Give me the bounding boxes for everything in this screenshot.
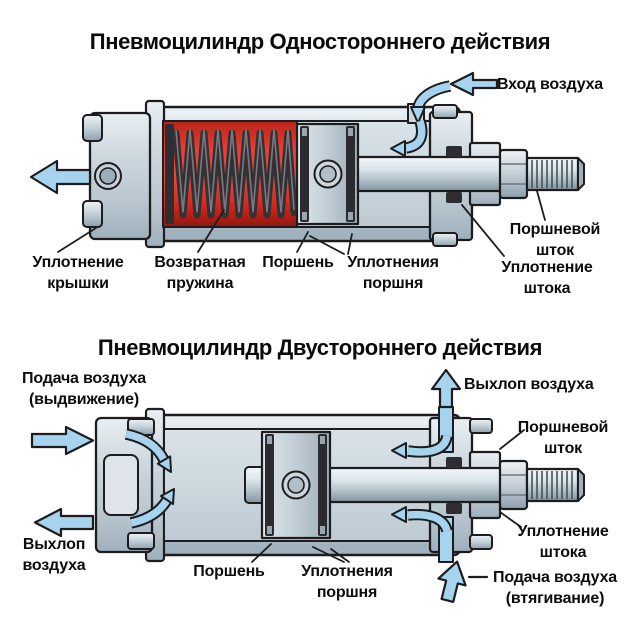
- label-air-inlet: Вход воздуха: [497, 76, 603, 93]
- label-piston-single: Поршень: [262, 254, 334, 271]
- label-piston-double: Поршень: [193, 563, 265, 580]
- label-piston-rod-double: Поршневой шток: [517, 419, 609, 457]
- label-piston-seals-single: Уплотнения поршня: [347, 254, 439, 292]
- label-rod-seal-single: Уплотнение штока: [501, 259, 593, 297]
- piston-rod: [350, 155, 506, 193]
- threaded-rod-end: [525, 467, 585, 503]
- hex-nut: [498, 148, 529, 200]
- label-air-supply-retract: Подача воздуха (втягивание): [493, 569, 617, 607]
- label-rod-seal-double: Уплотнение штока: [517, 523, 609, 561]
- exhaust-left-arrow: [33, 507, 95, 538]
- piston: [295, 122, 360, 226]
- rod-motion-arrow: [29, 159, 92, 195]
- threaded-rod-end: [525, 156, 585, 192]
- front-end-cap: [82, 111, 152, 241]
- piston: [244, 430, 332, 540]
- label-air-exhaust-top: Выхлоп воздуха: [464, 376, 594, 393]
- label-cap-seal: Уплотнение крышки: [32, 254, 124, 292]
- label-air-exhaust-left: Выхлоп воздуха: [22, 536, 86, 574]
- air-inlet-arrow: [449, 71, 499, 97]
- single-acting-title: Пневмоцилиндр Одностороннего действия: [89, 29, 551, 54]
- double-acting-title: Пневмоцилиндр Двустороннего действия: [97, 335, 543, 360]
- air-flow-arrows: [30, 368, 467, 603]
- hex-nut: [498, 459, 529, 511]
- rod-seals: [446, 146, 462, 203]
- supply-extend-arrow: [30, 425, 95, 456]
- label-piston-rod-single: Поршневой шток: [509, 221, 601, 259]
- leader-lines: [57, 190, 546, 257]
- air-flow-arrows: [29, 71, 499, 195]
- single-acting-cylinder: [29, 71, 585, 257]
- label-air-supply-extend: Подача воздуха (выдвижение): [22, 370, 146, 408]
- return-spring: [172, 129, 298, 219]
- rod-seals: [446, 457, 462, 514]
- exhaust-up-arrow: [430, 368, 462, 409]
- label-piston-seals-double: Уплотнения поршня: [301, 563, 393, 601]
- supply-retract-arrow: [437, 560, 467, 603]
- piston-rod: [324, 466, 506, 504]
- leader-lines: [251, 429, 525, 579]
- label-return-spring: Возвратная пружина: [154, 254, 246, 292]
- double-acting-cylinder: [30, 368, 585, 603]
